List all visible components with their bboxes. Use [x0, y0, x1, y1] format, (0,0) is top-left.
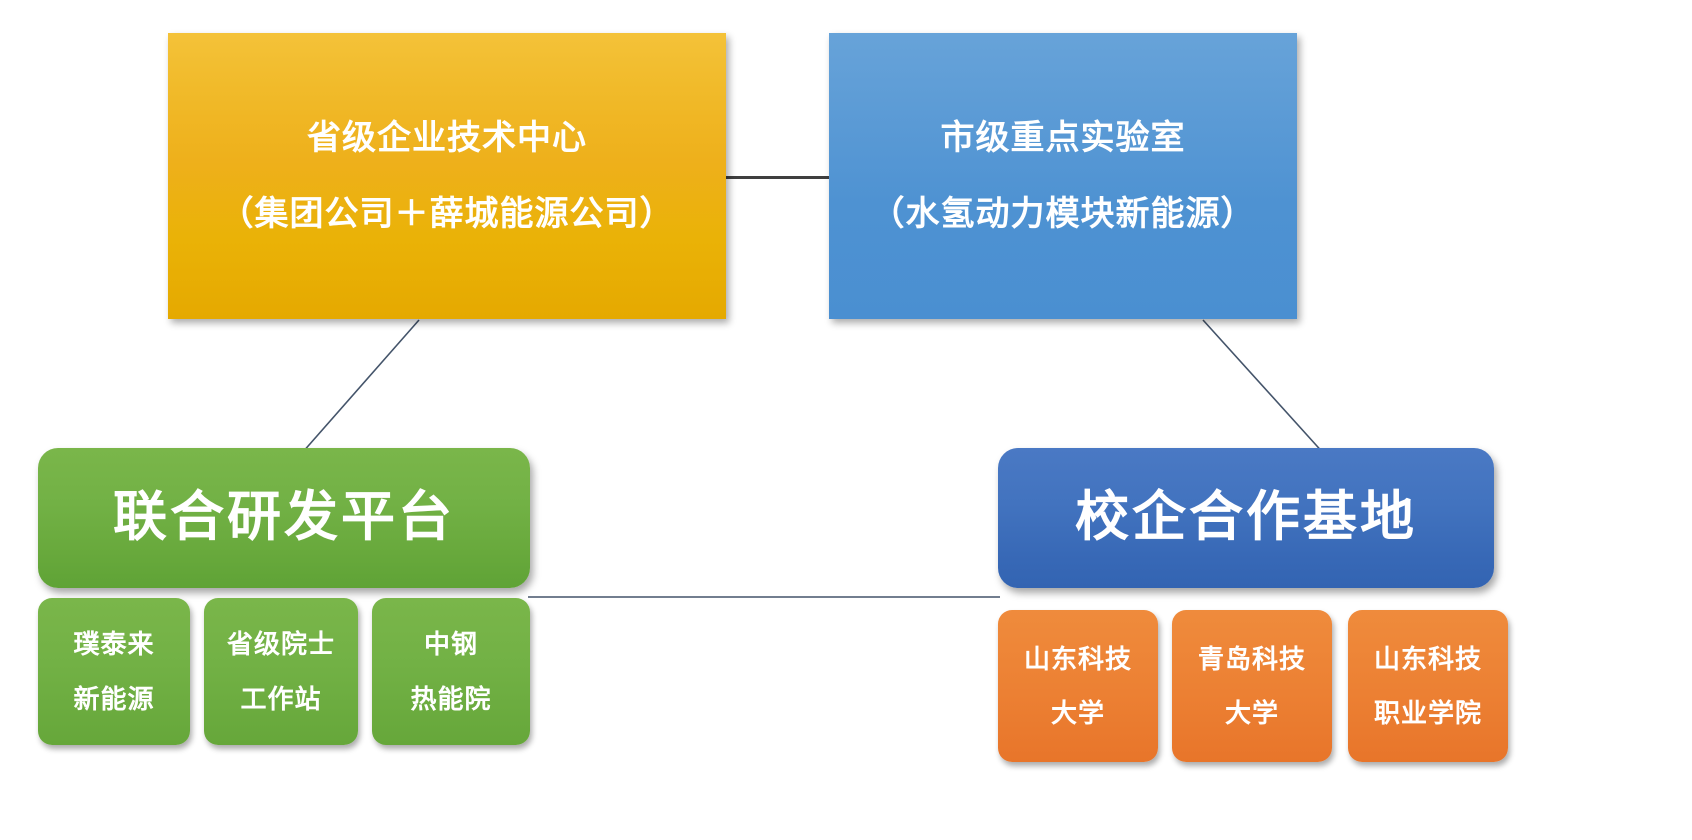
node-zhonggang-thermal-energy-institute[interactable]: 中钢 热能院 — [372, 598, 530, 745]
chip-line1: 山东科技 — [1373, 643, 1482, 674]
node-joint-rd-platform[interactable]: 联合研发平台 — [38, 448, 530, 588]
connector-municipal-to-base — [1202, 319, 1336, 467]
node-putailai-new-energy[interactable]: 璞泰来 新能源 — [38, 598, 190, 745]
chip-line1: 中钢 — [423, 629, 478, 659]
node-title-line2: （集团公司＋薛城能源公司） — [219, 195, 675, 233]
chip-line1: 青岛科技 — [1197, 643, 1306, 674]
chip-line2: 大学 — [1050, 698, 1105, 728]
node-provincial-academician-workstation[interactable]: 省级院士 工作站 — [204, 598, 358, 745]
node-title-line2: （水氢动力模块新能源） — [870, 195, 1256, 233]
chip-line1: 璞泰来 — [73, 629, 155, 659]
node-title-line1: 市级重点实验室 — [940, 118, 1186, 157]
node-label: 校企合作基地 — [1075, 487, 1417, 548]
chip-line1: 山东科技 — [1023, 643, 1132, 674]
chip-line1: 省级院士 — [226, 629, 335, 659]
chip-line2: 大学 — [1224, 698, 1279, 728]
chip-line2: 工作站 — [240, 683, 322, 714]
node-school-enterprise-cooperation-base[interactable]: 校企合作基地 — [998, 448, 1494, 588]
node-shandong-university-of-science-and-technology[interactable]: 山东科技 大学 — [998, 610, 1158, 762]
chip-line2: 职业学院 — [1373, 698, 1482, 728]
chip-line2: 新能源 — [73, 683, 155, 714]
node-municipal-key-laboratory[interactable]: 市级重点实验室 （水氢动力模块新能源） — [829, 33, 1297, 319]
node-qingdao-university-of-science-and-technology[interactable]: 青岛科技 大学 — [1172, 610, 1332, 762]
node-title-line1: 省级企业技术中心 — [307, 118, 587, 157]
chip-line2: 热能院 — [410, 683, 492, 714]
node-label: 联合研发平台 — [113, 487, 455, 548]
node-provincial-enterprise-tech-center[interactable]: 省级企业技术中心 （集团公司＋薛城能源公司） — [168, 33, 726, 319]
node-shandong-polytechnic-college[interactable]: 山东科技 职业学院 — [1348, 610, 1508, 762]
